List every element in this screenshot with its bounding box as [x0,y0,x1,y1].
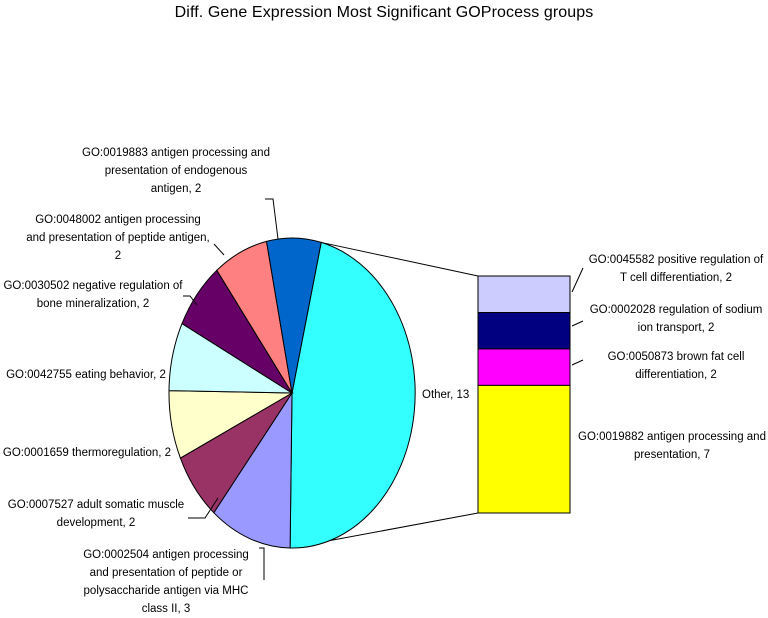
leader-go-0048002-antigen-processing-and-presen [213,243,225,256]
pie-label-go-0001659-thermoregulation-2: GO:0001659 thermoregulation, 2 [3,447,171,459]
pie-slice-go-0002504-antigen-processing-and-presen [213,391,293,549]
leader-lines [183,198,584,580]
pie-label-go-0042755-eating-behavior-2: GO:0042755 eating behavior, 2 [6,369,166,381]
chart-title: Diff. Gene Expression Most Significant G… [174,4,594,21]
pie-slice-other-13 [289,241,416,549]
leader-go-0007527-adult-somatic-muscle-developm [188,497,219,519]
bar-segment-go-0002028-regulation-of-sodium-ion-tran [477,312,571,350]
pie-slice-go-0019883-antigen-processing-and-presen [265,237,322,394]
leader-go-0030502-negative-regulation-of-bone-m [183,295,198,306]
leader-go-0002028-regulation-of-sodium-ion-tran [571,320,584,327]
pie [168,237,416,549]
connector-top [321,241,479,277]
leader-go-0050873-brown-fat-cell-differentiatio [571,359,584,366]
stacked-bar [477,275,571,514]
leader-go-0019883-antigen-processing-and-presen [265,198,279,240]
pie-label-other-13: Other, 13 [422,389,469,401]
bar-segment-go-0045582-positive-regulation-of-t-cell [477,275,571,313]
leader-go-0002504-antigen-processing-and-presen [259,547,265,580]
bar-segment-go-0019882-antigen-processing-and-presen [477,384,571,514]
leader-go-0045582-positive-regulation-of-t-cell [571,267,584,293]
bar-segment-go-0050873-brown-fat-cell-differentiatio [477,348,571,386]
